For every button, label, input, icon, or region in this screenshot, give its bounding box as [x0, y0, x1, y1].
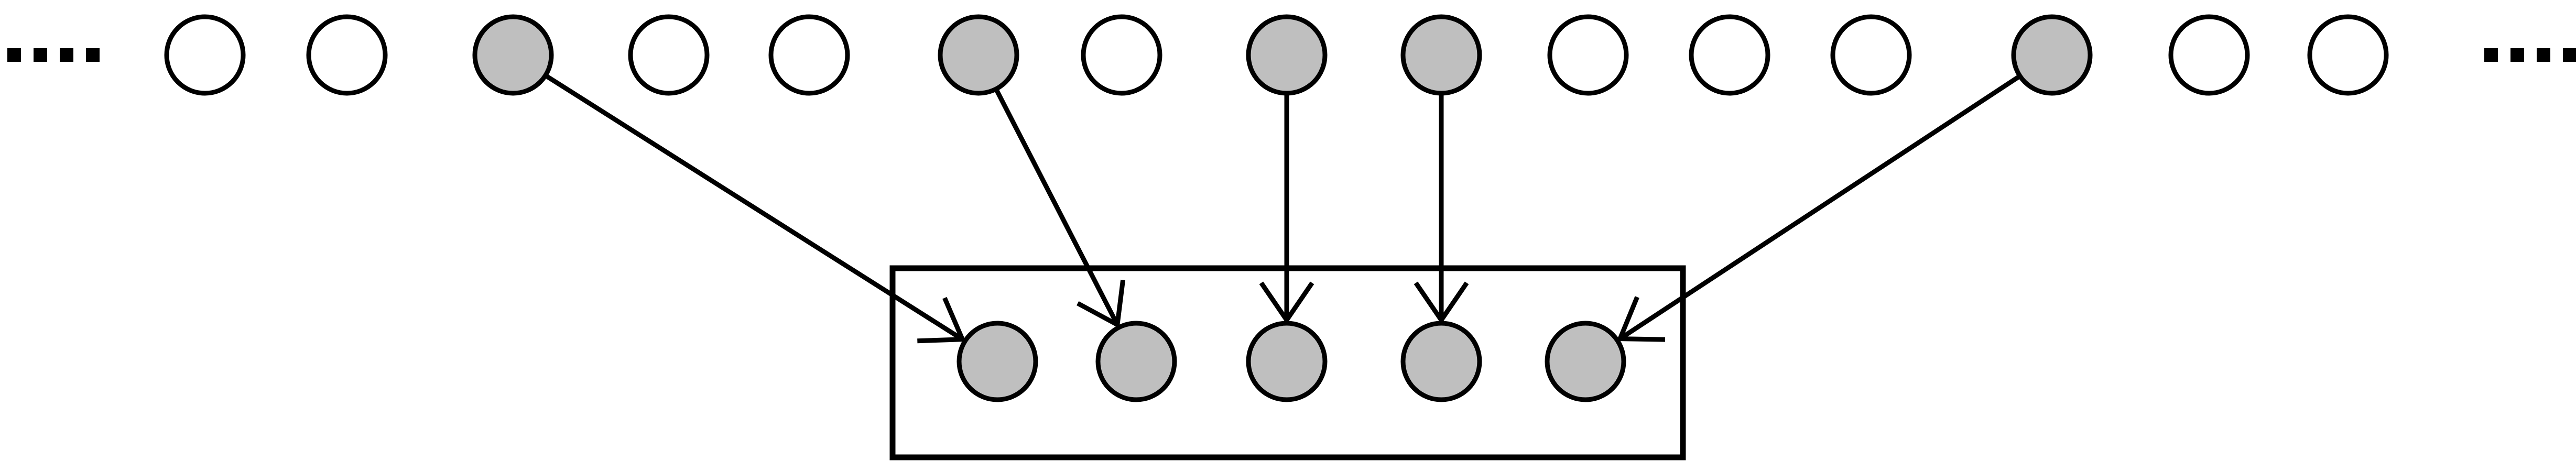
input-node-2-empty[interactable] [306, 14, 388, 96]
arrowheads-layer [917, 279, 1666, 344]
arrowhead-e2 [1077, 279, 1126, 328]
input-layer-row [164, 14, 2389, 96]
edge-line-e2 [994, 87, 1119, 326]
input-node-13-filled[interactable] [2011, 14, 2093, 96]
input-node-14-empty[interactable] [2168, 14, 2250, 96]
arrowhead-e3 [1259, 281, 1314, 324]
input-node-4-empty[interactable] [628, 14, 710, 96]
input-node-15-empty[interactable] [2307, 14, 2389, 96]
arrowhead-e4 [1414, 281, 1469, 324]
continuation-dot-left-dot [86, 48, 100, 62]
input-node-5-empty[interactable] [768, 14, 850, 96]
input-node-9-filled[interactable] [1400, 14, 1482, 96]
continuation-dot-left-dot [60, 48, 73, 62]
continuation-dot-right-dot [2537, 48, 2550, 62]
continuation-dot-right-dot [2563, 48, 2576, 62]
continuation-dot-right-dot [2484, 48, 2498, 62]
output-patch-row [957, 321, 1626, 402]
arrowhead-e5 [1616, 296, 1666, 342]
output-node-3-filled[interactable] [1246, 321, 1328, 402]
input-node-10-empty[interactable] [1547, 14, 1629, 96]
continuation-dot-left-dot [7, 48, 21, 62]
output-node-5-filled[interactable] [1545, 321, 1626, 402]
continuation-dots-left-icon [7, 48, 100, 62]
continuation-dots-right-icon [2484, 48, 2576, 62]
input-node-8-filled[interactable] [1246, 14, 1328, 96]
continuation-dot-left-dot [34, 48, 47, 62]
arrowhead-e1 [917, 297, 966, 344]
input-node-6-filled[interactable] [938, 14, 1019, 96]
output-patch-group-box [889, 265, 1686, 460]
input-node-1-empty[interactable] [164, 14, 246, 96]
input-node-3-filled[interactable] [472, 14, 554, 96]
input-node-12-empty[interactable] [1830, 14, 1912, 96]
output-node-4-filled[interactable] [1400, 321, 1482, 402]
output-node-2-filled[interactable] [1095, 321, 1177, 402]
input-node-11-empty[interactable] [1689, 14, 1770, 96]
output-node-1-filled[interactable] [957, 321, 1038, 402]
input-node-7-empty[interactable] [1081, 14, 1162, 96]
continuation-dot-right-dot [2510, 48, 2524, 62]
edge-line-e5 [1618, 74, 2021, 341]
edges-layer [544, 73, 2021, 342]
edge-line-e1 [544, 73, 964, 342]
